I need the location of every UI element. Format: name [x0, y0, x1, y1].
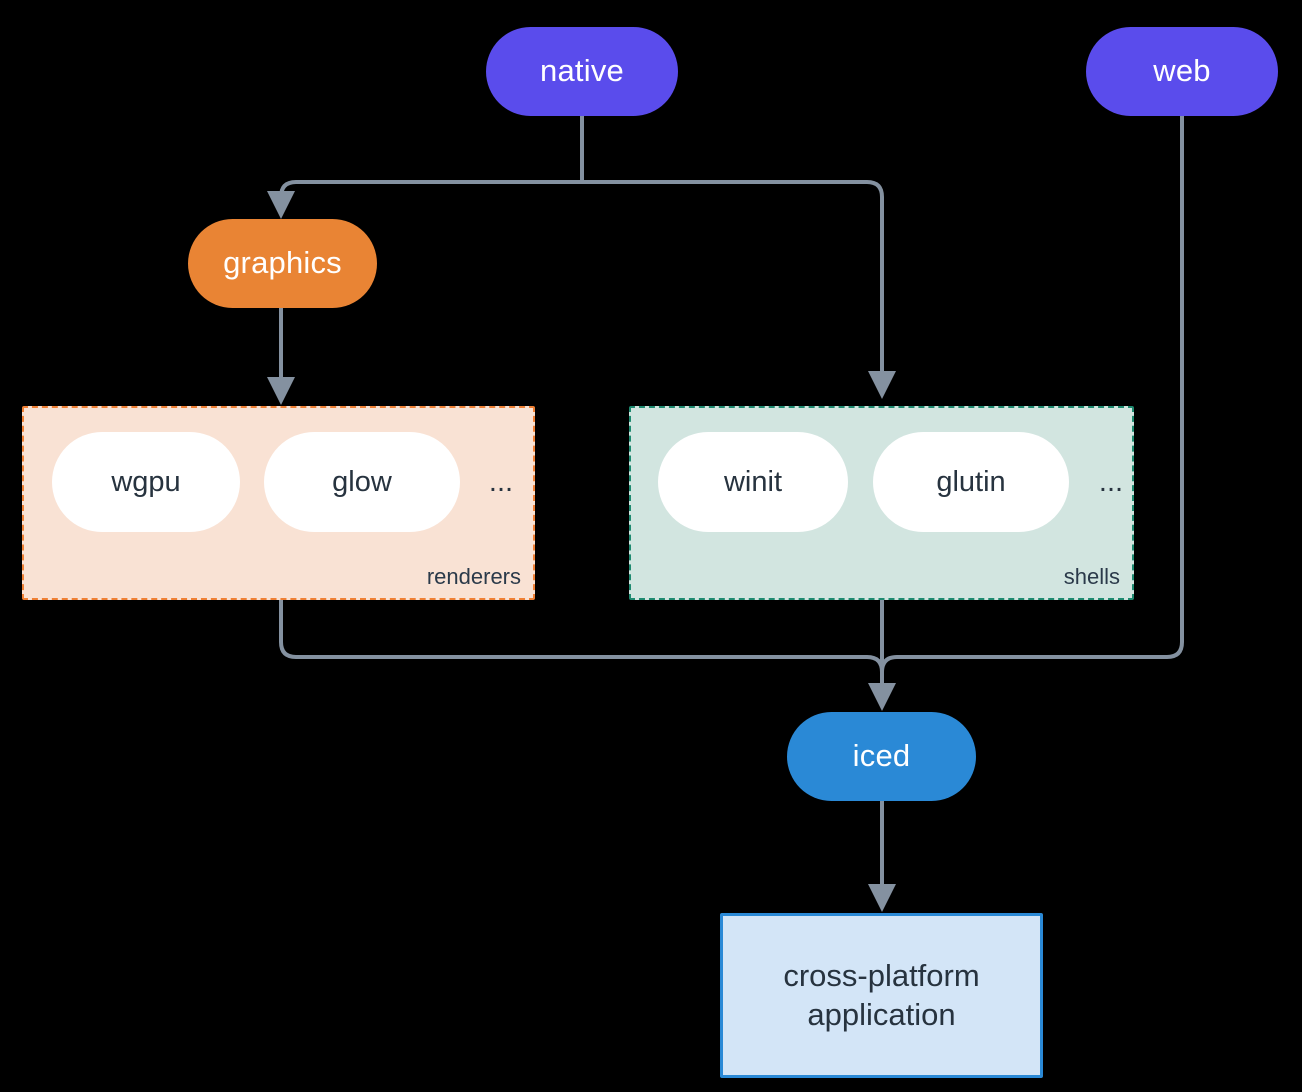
application-label-line2: application — [807, 996, 956, 1032]
node-glutin[interactable]: glutin — [873, 432, 1069, 532]
shells-ellipsis: ... — [1098, 465, 1124, 498]
node-iced[interactable]: iced — [787, 712, 976, 801]
node-wgpu[interactable]: wgpu — [52, 432, 240, 532]
node-native-label: native — [540, 53, 624, 89]
cluster-shells: winit glutin ... shells — [629, 406, 1134, 600]
node-cross-platform-application[interactable]: cross-platform application — [720, 913, 1043, 1078]
node-native[interactable]: native — [486, 27, 678, 116]
node-wgpu-label: wgpu — [111, 465, 181, 498]
edge-renderers-to-iced — [279, 598, 884, 700]
cluster-renderers: wgpu glow ... renderers — [22, 406, 535, 600]
node-web[interactable]: web — [1086, 27, 1278, 116]
node-iced-label: iced — [852, 738, 911, 774]
application-label-line1: cross-platform — [783, 957, 980, 993]
node-winit[interactable]: winit — [658, 432, 848, 532]
edge-native-to-shells — [580, 180, 896, 399]
node-glow[interactable]: glow — [264, 432, 460, 532]
node-winit-label: winit — [723, 465, 782, 498]
node-graphics-label: graphics — [223, 245, 342, 281]
node-glutin-label: glutin — [936, 465, 1006, 498]
renderers-ellipsis: ... — [488, 465, 514, 498]
edge-native-to-graphics — [267, 180, 584, 219]
node-graphics[interactable]: graphics — [188, 219, 377, 308]
cluster-renderers-label: renderers — [426, 564, 521, 589]
cluster-shells-label: shells — [1063, 564, 1120, 589]
node-glow-label: glow — [332, 465, 392, 498]
node-web-label: web — [1153, 53, 1211, 89]
